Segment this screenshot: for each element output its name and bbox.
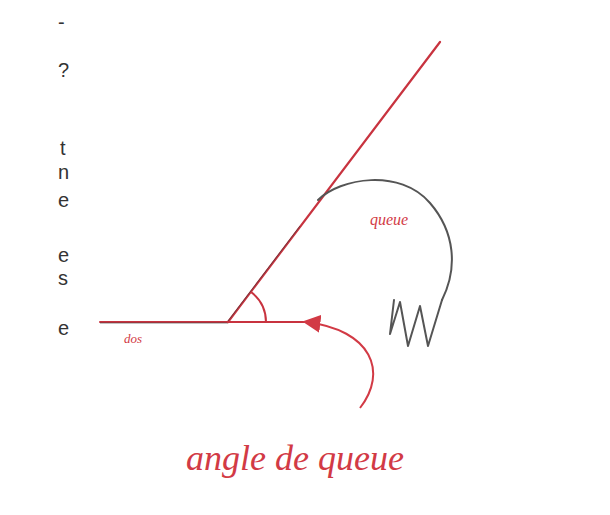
cut-off-text: e: [58, 318, 69, 338]
angle-arc: [251, 292, 266, 322]
back-line-shadow: [100, 323, 228, 324]
tail-hair: [390, 300, 442, 346]
tail-outline: [318, 180, 452, 300]
back-label: dos: [124, 332, 142, 345]
cut-off-text: n: [58, 162, 69, 182]
tail-label: queue: [370, 212, 408, 228]
back-line: [100, 321, 318, 323]
cut-off-text: -: [58, 12, 65, 32]
cut-off-text: e: [58, 245, 69, 265]
pointer-arrow: [306, 322, 373, 408]
angle-caption: angle de queue: [186, 440, 404, 476]
tail-axis-line: [228, 42, 440, 322]
cut-off-text: t: [60, 138, 66, 158]
tail-axis-shadow: [228, 226, 300, 321]
cut-off-text: e: [58, 190, 69, 210]
cut-off-text: s: [58, 268, 68, 288]
cut-off-text: ?: [58, 60, 69, 80]
